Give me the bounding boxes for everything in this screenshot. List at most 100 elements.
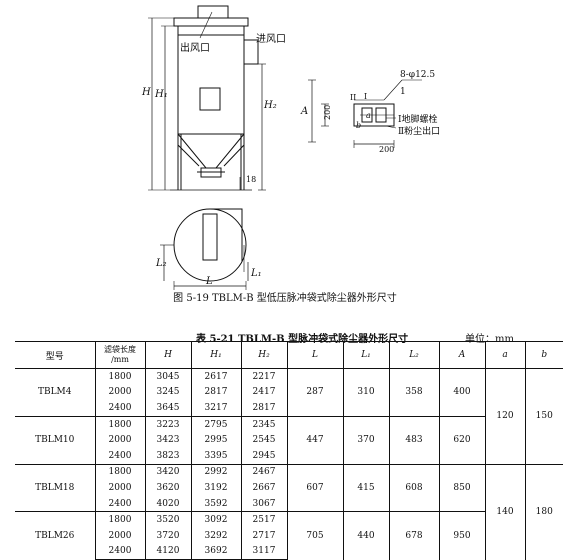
table-row: 2000 3245 2817 2417 [15, 384, 563, 401]
table-cell: 2000 [94, 432, 145, 448]
table-cell: 3045 [144, 367, 191, 385]
table-cell: 3592 [190, 495, 241, 512]
table-cell: 483 [388, 415, 439, 465]
table-cell: 3092 [190, 511, 241, 528]
table-cell: 2417 [240, 384, 287, 401]
table-cell: 2345 [240, 415, 287, 433]
table-cell: 3420 [144, 463, 191, 481]
note-dust-outlet: Ⅱ粉尘出口 [398, 125, 440, 137]
col-a: a [484, 341, 525, 369]
table-cell: 415 [342, 463, 389, 512]
inlet-duct [243, 39, 259, 65]
plan-view-circle [173, 208, 247, 282]
table-cell: 2667 [240, 480, 287, 496]
table-cell: 608 [388, 463, 439, 512]
table-cell: 2400 [94, 543, 145, 560]
dimension-table: 型号 滤袋长度 /mm H H₁ H₂ L L₁ L₂ A a b TBLM4 … [15, 341, 563, 560]
table-cell: 3292 [190, 527, 241, 544]
col-model: 型号 [15, 341, 95, 369]
table-cell: 1800 [94, 367, 145, 385]
table-cell: 1800 [94, 415, 145, 433]
table-row: TBLM10 1800 3223 2795 2345 447 370 483 6… [15, 415, 563, 465]
table-cell: 2000 [94, 527, 145, 544]
table-cell: 370 [342, 415, 389, 465]
dim-H1: H₁ [154, 89, 168, 100]
label-outlet: 出风口 [180, 41, 210, 54]
table-cell: 1800 [94, 511, 145, 528]
table-cell: 3692 [190, 543, 241, 560]
table-cell: 140 [484, 463, 525, 560]
col-L1: L₁ [342, 341, 389, 369]
table-row: 2400 3823 3395 2945 [15, 447, 563, 465]
table-cell: 2400 [94, 400, 145, 417]
table-cell: 3117 [240, 543, 287, 560]
table-cell: 620 [438, 415, 485, 465]
table-cell: 3720 [144, 527, 191, 544]
dim-A: A [300, 106, 308, 117]
table-cell: 400 [438, 368, 485, 417]
dim-200-vertical: 200 [323, 105, 332, 120]
table-cell: 440 [342, 511, 389, 560]
model-cell: TBLM4 [15, 368, 95, 417]
dim-18: 18 [246, 175, 256, 184]
table-row: 2000 3620 3192 2667 [15, 480, 563, 496]
table-cell: 1800 [94, 463, 145, 481]
note-anchor-bolt: Ⅰ地脚螺栓 [398, 113, 438, 125]
dim-200-horizontal: 200 [379, 145, 394, 154]
inspection-door [199, 87, 221, 111]
table-cell: 2795 [190, 415, 241, 433]
table-cell: 2617 [190, 367, 241, 385]
table-cell: 2545 [240, 432, 287, 448]
table-cell: 2217 [240, 367, 287, 385]
table-cell: 120 [484, 368, 525, 465]
table-row: TBLM26 1800 3520 3092 2517 705 440 678 9… [15, 511, 563, 560]
table-cell: 3823 [144, 447, 191, 465]
col-H2: H₂ [240, 341, 287, 369]
table-cell: 2000 [94, 384, 145, 401]
table-cell: 447 [286, 415, 343, 465]
table-cell: 3245 [144, 384, 191, 401]
col-L2: L₂ [388, 341, 439, 369]
table-cell: 678 [388, 511, 439, 560]
table-caption: 表 5-21 TBLM-B 型脉冲袋式除尘器外形尺寸 [196, 334, 409, 345]
table-cell: 3067 [240, 495, 287, 512]
col-b: b [524, 341, 563, 369]
dim-H2: H₂ [263, 100, 277, 111]
table-cell: 287 [286, 368, 343, 417]
table-cell: 3223 [144, 415, 191, 433]
dim-L: L [205, 276, 213, 287]
table-cell: 2467 [240, 463, 287, 481]
table-row: 2000 3423 2995 2545 [15, 432, 563, 448]
table-unit: 单位：mm [465, 334, 514, 345]
col-H: H [144, 341, 191, 369]
table-cell: 2717 [240, 527, 287, 544]
table-cell: 2817 [240, 400, 287, 417]
table-cell: 2992 [190, 463, 241, 481]
label-bolt-holes: 8-φ12.5 [400, 70, 435, 80]
table-cell: 180 [524, 463, 563, 560]
top-cover [173, 17, 249, 27]
table-cell: 2817 [190, 384, 241, 401]
table-cell: 150 [524, 368, 563, 465]
table-cell: 2995 [190, 432, 241, 448]
table-cell: 3620 [144, 480, 191, 496]
table-cell: 3217 [190, 400, 241, 417]
table-cell: 2000 [94, 480, 145, 496]
figure-caption: 图 5-19 TBLM-B 型低压脉冲袋式除尘器外形尺寸 [173, 293, 397, 304]
label-section-I: I [364, 92, 367, 101]
table-row: TBLM4 1800 3045 2617 2217 287 310 358 40… [15, 367, 563, 465]
dim-H: H [141, 87, 151, 98]
table-cell: 4120 [144, 543, 191, 560]
dim-L1: L₁ [250, 268, 262, 279]
outlet-duct [197, 5, 229, 19]
col-H1: H₁ [190, 341, 241, 369]
label-b: b [356, 121, 361, 130]
table-cell: 2400 [94, 447, 145, 465]
dim-L2: L₂ [155, 258, 167, 269]
table-cell: 2400 [94, 495, 145, 512]
table-row: 2400 4020 3592 3067 [15, 495, 563, 512]
table-cell: 310 [342, 368, 389, 417]
label-a: a [366, 111, 371, 120]
table-cell: 850 [438, 463, 485, 512]
dust-collector-drawing: 出风口 进风口 H H₁ H₂ 18 L L₁ L₂ A 200 200 8-φ… [141, 5, 440, 290]
